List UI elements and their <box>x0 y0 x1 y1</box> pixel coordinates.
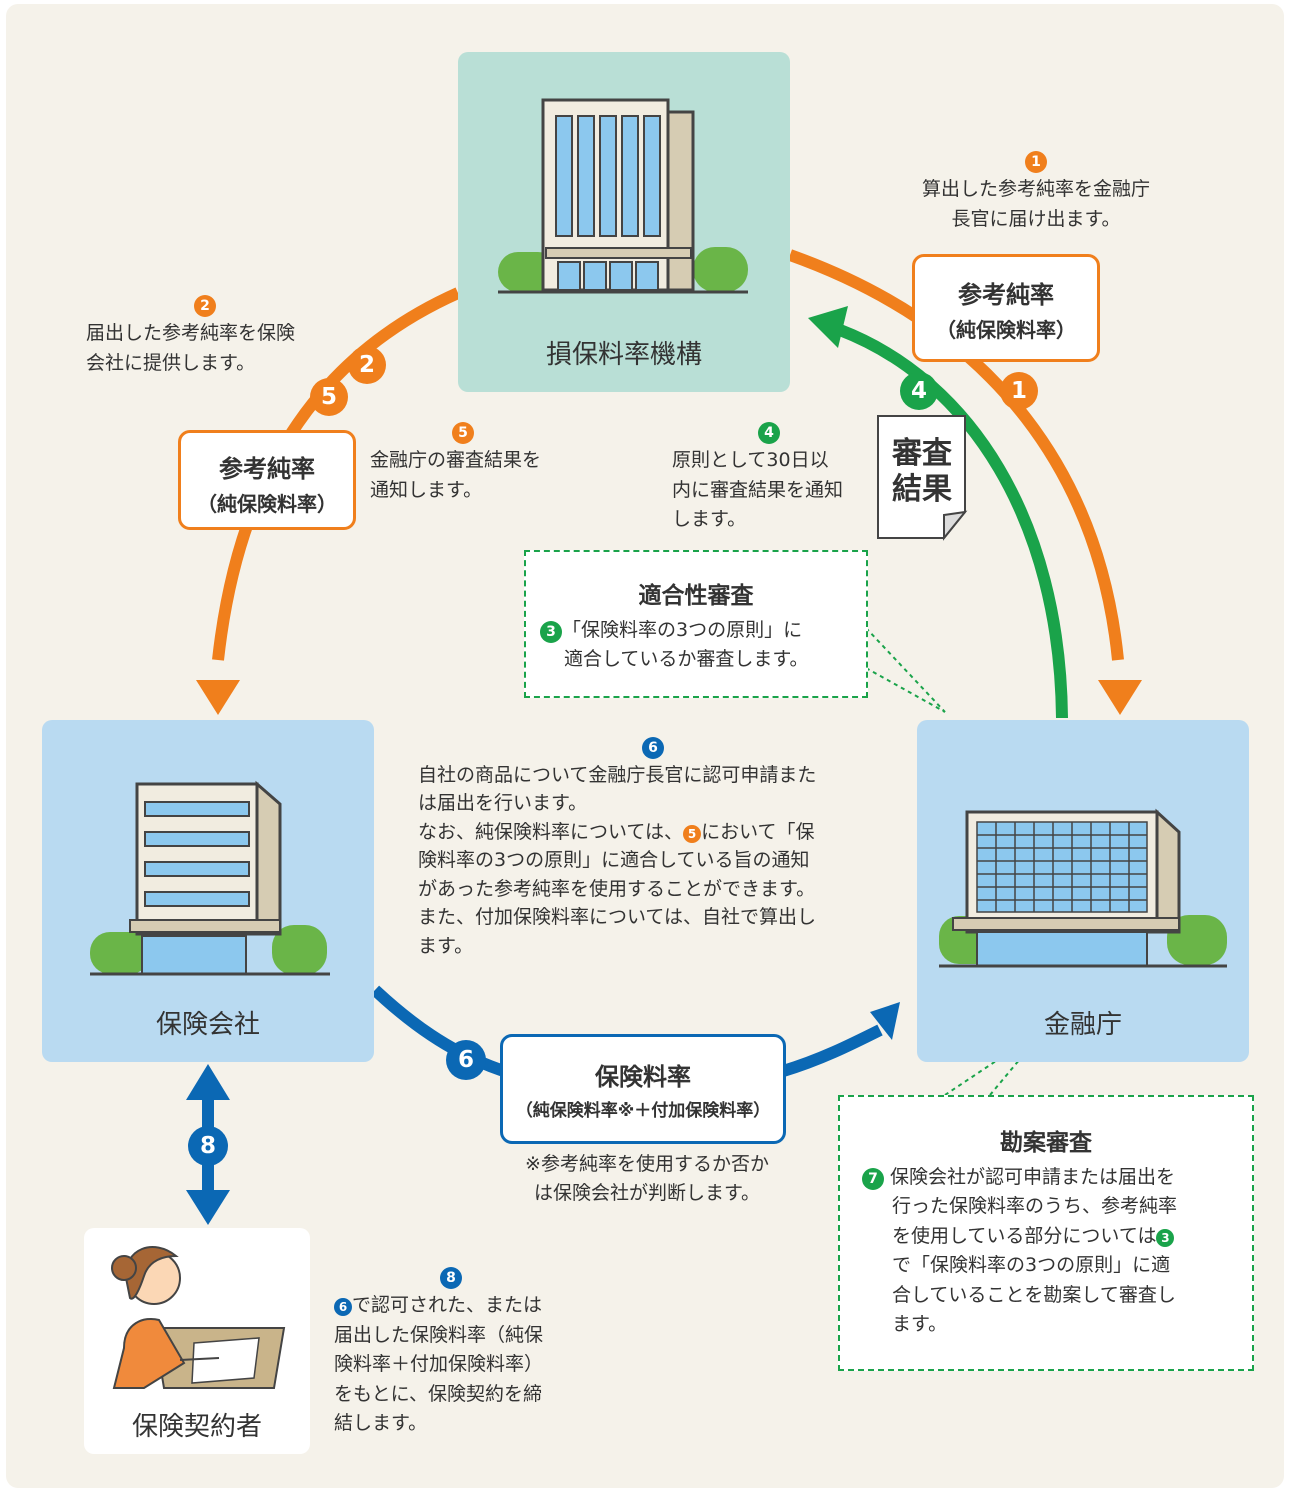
step3-badge: 3 <box>540 621 562 643</box>
step8-line5: 結します。 <box>334 1412 428 1435</box>
step4-note: 4 原則として30日以 内に審査結果を通知 します。 <box>672 417 872 535</box>
suitability-line2: 適合しているか審査します。 <box>564 648 809 671</box>
review-result-line2: 結果 <box>892 472 952 507</box>
step4-badge: 4 <box>758 422 780 444</box>
step8-line2: 届出した保険料率（純保 <box>334 1323 544 1346</box>
org-box: 損保料率機構 <box>458 52 790 392</box>
step2-note: 2 届出した参考純率を保険 会社に提供します。 <box>86 290 346 378</box>
premium-rate-sub: （純保険料率※＋付加保険料率） <box>515 1101 771 1121</box>
government-building-icon <box>939 808 1227 968</box>
arrowhead-step1 <box>1098 680 1142 715</box>
kanan-line1: 保険会社が認可申請または届出を <box>890 1166 1176 1188</box>
reference-rate-sub: （純保険料率） <box>197 492 337 516</box>
leader-suitability-2 <box>865 667 946 713</box>
arrow-label-6: 6 <box>446 1040 486 1080</box>
step8-badge: 8 <box>440 1267 462 1289</box>
insurer-box: 保険会社 <box>42 720 374 1062</box>
kanan-review-box: 勘案審査 7 保険会社が認可申請または届出を 行った保険料率のうち、参考純率 を… <box>838 1095 1254 1371</box>
woman-writing-icon <box>111 1246 286 1389</box>
step6-line3-post: において「保 <box>701 820 815 843</box>
arrow-step2 <box>212 287 461 661</box>
reference-rate-box-right: 参考純率 （純保険料率） <box>912 254 1100 362</box>
arrowhead-step6 <box>870 1002 900 1040</box>
reference-rate-title: 参考純率 <box>958 281 1054 309</box>
step6-note: 6 自社の商品について金融庁長官に認可申請また は届出を行います。 なお、純保険… <box>418 732 888 960</box>
arrow-label-4: 4 <box>900 372 938 410</box>
insurer-label: 保険会社 <box>155 1010 260 1040</box>
premium-note: ※参考純率を使用するか否か は保険会社が判断します。 <box>502 1150 792 1209</box>
policyholder-label: 保険契約者 <box>131 1412 262 1442</box>
kanan-title: 勘案審査 <box>1000 1130 1092 1156</box>
step8-ref6-badge: 6 <box>334 1298 352 1317</box>
arrowhead-step8-down <box>186 1190 230 1225</box>
office-tower-icon <box>498 98 748 294</box>
arrow-label-2: 2 <box>348 346 386 384</box>
step2-badge: 2 <box>194 295 216 317</box>
fsa-box: 金融庁 <box>917 720 1249 1062</box>
reference-rate-title: 参考純率 <box>219 455 315 483</box>
premium-rate-box: 保険料率 （純保険料率※＋付加保険料率） <box>500 1034 786 1144</box>
review-result-label: 審査 結果 <box>880 436 964 508</box>
step6-line5: があった参考純率を使用することができます。 <box>418 877 816 900</box>
arrowhead-step8-up <box>186 1064 230 1100</box>
step6-badge: 6 <box>642 737 664 759</box>
step5-note: 5 金融庁の審査結果を 通知します。 <box>370 417 580 505</box>
step5-line1: 金融庁の審査結果を <box>370 449 542 472</box>
suitability-body: 3「保険料率の3つの原則」に 適合しているか審査します。 <box>540 616 860 675</box>
arrow-step1 <box>787 249 1124 661</box>
arrow-step4 <box>837 324 1068 719</box>
step1-line1: 算出した参考純率を金融庁 <box>921 178 1150 201</box>
step7-badge: 7 <box>862 1168 884 1190</box>
kanan-ref3-badge: 3 <box>1156 1228 1175 1247</box>
step2-line2: 会社に提供します。 <box>86 351 256 374</box>
suitability-review-box: 適合性審査 3「保険料率の3つの原則」に 適合しているか審査します。 <box>524 550 868 698</box>
arrow-label-1: 1 <box>1000 372 1038 410</box>
fsa-label: 金融庁 <box>1043 1010 1122 1040</box>
step1-badge: 1 <box>1025 151 1047 173</box>
kanan-line6: ます。 <box>892 1313 948 1336</box>
kanan-line3-pre: を使用している部分については <box>892 1224 1157 1247</box>
step4-line2: 内に審査結果を通知 <box>672 478 844 501</box>
review-result-line1: 審査 <box>892 436 952 471</box>
arrow-label-8: 8 <box>188 1126 228 1166</box>
suitability-title: 適合性審査 <box>638 583 754 609</box>
step6-line4: 険料率の3つの原則」に適合している旨の通知 <box>418 849 810 871</box>
policyholder-box: 保険契約者 <box>84 1228 310 1454</box>
step8-line4: をもとに、保険契約を締 <box>334 1382 543 1405</box>
premium-rate-title: 保険料率 <box>595 1063 691 1091</box>
leader-suitability <box>865 627 946 713</box>
step4-line1: 原則として30日以 <box>672 449 829 472</box>
kanan-line4: で「保険料率の3つの原則」に適 <box>892 1254 1171 1277</box>
suitability-line1: 「保険料率の3つの原則」に <box>562 619 803 641</box>
step6-line1: 自社の商品について金融庁長官に認可申請また <box>418 763 817 786</box>
arrow-label-5: 5 <box>310 378 348 416</box>
step6-line6: また、付加保険料率については、自社で算出し <box>418 906 817 928</box>
company-building-icon <box>90 780 330 976</box>
step5-line2: 通知します。 <box>370 478 483 501</box>
org-label: 損保料率機構 <box>545 340 702 370</box>
kanan-line2: 行った保険料率のうち、参考純率 <box>892 1195 1178 1218</box>
premium-note-line2: は保険会社が判断します。 <box>533 1182 761 1205</box>
step2-line1: 届出した参考純率を保険 <box>86 322 296 345</box>
arrowhead-step4 <box>808 306 848 348</box>
step5-badge: 5 <box>452 422 474 444</box>
step8-line1: で認可された、または <box>352 1294 543 1317</box>
kanan-line5: 合していることを勘案して審査し <box>892 1283 1176 1306</box>
step6-ref5-badge: 5 <box>683 824 702 843</box>
step1-line2: 長官に届け出ます。 <box>951 207 1121 230</box>
kanan-body: 7 保険会社が認可申請または届出を 行った保険料率のうち、参考純率 を使用してい… <box>862 1163 1242 1340</box>
reference-rate-box-left: 参考純率 （純保険料率） <box>178 430 356 530</box>
arrowhead-step2 <box>196 680 240 715</box>
premium-note-line1: ※参考純率を使用するか否か <box>525 1153 769 1175</box>
reference-rate-sub: （純保険料率） <box>936 318 1076 342</box>
step6-line2: は届出を行います。 <box>418 792 588 814</box>
step1-note: 1 算出した参考純率を金融庁 長官に届け出ます。 <box>900 146 1172 234</box>
step6-line7: ます。 <box>418 934 474 957</box>
step4-line3: します。 <box>672 508 747 531</box>
step6-line3-pre: なお、純保険料率については、 <box>418 820 684 843</box>
step8-line3: 険料率＋付加保険料率） <box>334 1353 544 1376</box>
